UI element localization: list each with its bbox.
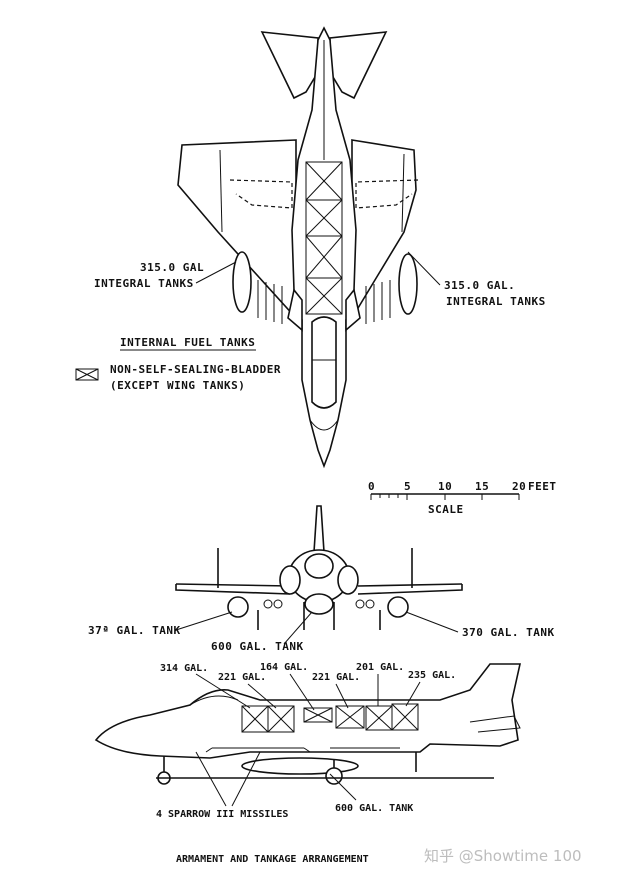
front-left-tank [227,596,249,618]
front-center-tank [304,593,334,615]
scale-label: SCALE [428,503,464,516]
right-tank-leader [407,251,441,286]
side-fuel-bays [241,703,419,733]
top-view-aircraft [177,26,419,469]
right-external-tank [398,253,418,315]
scale-unit: FEET [528,480,557,493]
watermark: 知乎 @Showtime 100 [424,847,582,865]
side-tank-221-b: 221 GAL. [312,672,360,683]
canopy-top [311,316,337,409]
scale-bar: 0 5 10 15 20 FEET SCALE [368,480,557,516]
side-tank-164: 164 GAL. [260,662,308,673]
internal-fuel-heading: INTERNAL FUEL TANKS [120,336,255,349]
front-view-aircraft [175,505,463,630]
fuselage-top [291,26,357,469]
belly-tank-label: 600 GAL. TANK [335,803,413,814]
left-tank-label-line2: INTEGRAL TANKS [94,277,194,290]
right-stabilizer [329,31,388,100]
left-tank-leader [195,261,237,284]
side-view-aircraft [94,663,521,785]
side-tank-314: 314 GAL. [160,663,208,674]
left-external-tank [232,251,252,313]
scale-tick-5: 5 [404,480,411,493]
front-center-tank-label: 600 GAL. TANK [211,640,304,653]
scale-tick-10: 10 [438,480,452,493]
legend-text-line1: NON-SELF-SEALING-BLADDER [110,363,281,376]
front-left-tank-label: 37ª GAL. TANK [88,624,181,637]
legend-text-line2: (EXCEPT WING TANKS) [110,379,245,392]
side-tank-235: 235 GAL. [408,670,456,681]
sparrow-missiles [205,747,400,753]
front-right-tank [387,596,409,618]
right-tank-label-line2: INTEGRAL TANKS [446,295,546,308]
legend-bladder-icon [75,368,99,381]
side-tank-221-a: 221 GAL. [218,672,266,683]
scale-tick-15: 15 [475,480,489,493]
scale-tick-0: 0 [368,480,375,493]
scale-tick-20: 20 [512,480,526,493]
front-right-tank-label: 370 GAL. TANK [462,626,555,639]
right-tank-label-line1: 315.0 GAL. [444,279,515,292]
missiles-label: 4 SPARROW III MISSILES [156,809,288,820]
left-tank-label-line1: 315.0 GAL [140,261,204,274]
caption: ARMAMENT AND TANKAGE ARRANGEMENT [176,854,369,865]
side-tank-201: 201 GAL. [356,662,404,673]
fuselage-side [94,663,521,759]
left-stabilizer [260,31,319,100]
fuel-bladder-bays [305,161,343,315]
